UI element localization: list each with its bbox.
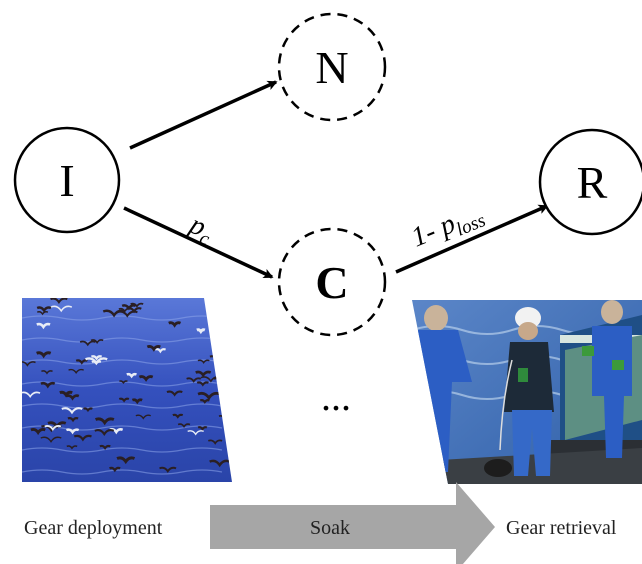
seabird-icon [146, 345, 161, 352]
seabird-icon [85, 357, 108, 366]
seabird-icon [119, 380, 128, 385]
seabird-icon [109, 466, 121, 473]
seabird-icon [199, 399, 210, 405]
seabird-icon [209, 459, 231, 468]
seabird-icon [66, 445, 78, 450]
retention-subscript: loss [453, 210, 488, 241]
deployment-photo [22, 298, 232, 482]
node-not-caught: N [277, 12, 387, 122]
seabird-icon [131, 398, 143, 405]
seabird-icon [135, 414, 151, 420]
seabird-icon [94, 429, 115, 437]
seabird-icon [166, 390, 183, 397]
seabird-icon [213, 376, 232, 385]
seabird-icon [172, 413, 184, 419]
node-retrieved-label: R [577, 157, 608, 208]
seabird-icon [65, 394, 80, 401]
seabird-icon [30, 428, 46, 436]
seabird-icon [195, 370, 212, 378]
seabird-icon [154, 348, 166, 354]
seabird-icon [90, 355, 103, 361]
node-caught-label: C [315, 257, 348, 308]
seabird-icon [61, 407, 83, 415]
seabird-icon [68, 368, 84, 375]
seabird-icon [197, 359, 210, 364]
seabird-icon [50, 305, 73, 313]
crew-member-left [412, 305, 472, 472]
seabird-icon [79, 340, 96, 347]
seabird-icon [40, 381, 56, 389]
seabird-icon [36, 311, 49, 316]
node-caught: C [277, 227, 387, 337]
seabird-icon [138, 375, 154, 382]
retrieval-photo [412, 300, 642, 484]
seabird-icon [40, 436, 62, 443]
crew-member-right [582, 300, 632, 458]
seabird-icon [116, 456, 136, 465]
node-initial-label: I [59, 155, 74, 206]
seabird-icon [83, 407, 93, 413]
seabird-icon [73, 434, 92, 442]
arrow-i-to-n [129, 80, 278, 150]
node-initial: I [13, 126, 121, 234]
seabird-icon [90, 339, 104, 344]
seabird-icon [22, 361, 36, 367]
seabird-icon [159, 466, 177, 473]
timeline-soak-label: Soak [310, 517, 350, 539]
seabird-icon [94, 417, 115, 426]
seabird-icon [44, 425, 62, 432]
seabird-icon [168, 321, 182, 328]
seabird-icon [59, 390, 73, 398]
soak-arrow [210, 482, 495, 564]
ellipsis: ... [321, 374, 351, 419]
timeline-deployment-label: Gear deployment [24, 517, 163, 539]
seabird-icon [36, 306, 52, 313]
seabird-icon [196, 381, 209, 387]
seabird-icon [197, 391, 221, 401]
seabird-icon [207, 439, 223, 445]
timeline-retrieval-label: Gear retrieval [506, 517, 617, 539]
seabird-icon [99, 444, 111, 450]
seabird-icon [126, 307, 142, 314]
seabird-icon [186, 377, 202, 383]
seabird-icon [41, 370, 53, 375]
node-not-caught-label: N [315, 42, 348, 93]
seabird-icon [197, 426, 208, 431]
seabird-icon [22, 391, 41, 398]
seabird-icon [75, 359, 88, 365]
crew-member-center [504, 307, 554, 476]
node-retrieved: R [538, 128, 642, 236]
seabird-icon [65, 428, 80, 435]
seabird-icon [177, 423, 191, 429]
arrow-i-to-c [123, 206, 274, 279]
seabird-icon [118, 397, 130, 403]
seabird-icon [130, 302, 144, 308]
seabird-icon [50, 298, 68, 305]
seabird-icon [187, 430, 204, 436]
capture-probability-label: pc [182, 208, 219, 250]
seabird-icon [36, 322, 51, 330]
seabird-icon [102, 309, 126, 318]
seabird-icon [67, 417, 79, 423]
seabird-icon [36, 351, 52, 359]
seabird-icon [196, 328, 206, 335]
seabird-icon [126, 372, 137, 379]
arrow-c-to-r [395, 204, 549, 274]
